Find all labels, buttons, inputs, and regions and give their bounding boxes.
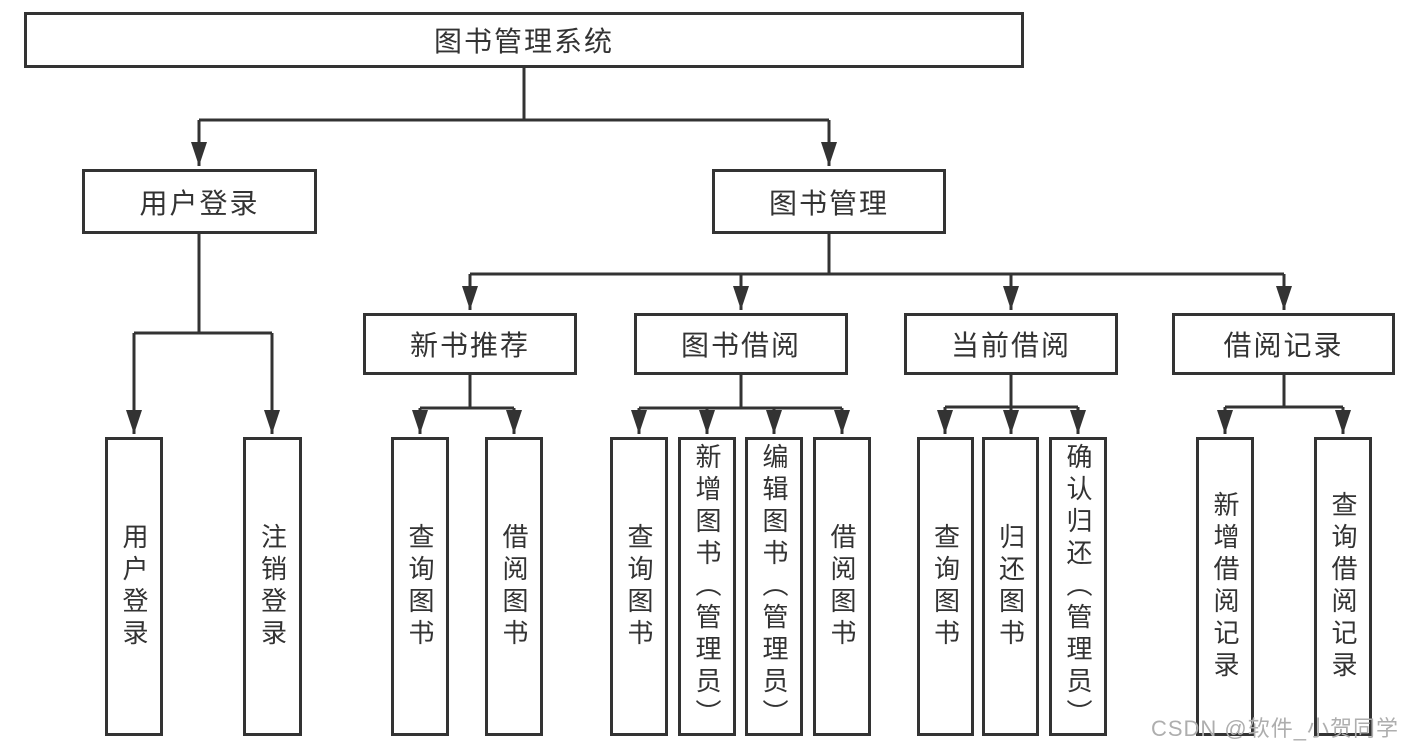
node-label: 新书推荐 [409,330,530,361]
leaf-borrow-books-recommend: 借阅图书 [485,437,543,736]
node-borrowing-records: 借阅记录 [1172,313,1395,375]
leaf-return-book: 归还图书 [982,437,1039,736]
leaf-label: 确认归还（管理员） [1063,442,1093,731]
leaf-label: 查询图书 [405,522,435,651]
leaf-label: 借阅图书 [499,522,529,651]
leaf-confirm-return-admin: 确认归还（管理员） [1049,437,1107,736]
leaf-label: 归还图书 [995,522,1026,651]
leaf-edit-book-admin: 编辑图书（管理员） [745,437,803,736]
leaf-label: 新增借阅记录 [1210,490,1240,683]
node-library-management-system: 图书管理系统 [24,12,1024,68]
node-current-borrowing: 当前借阅 [904,313,1118,375]
leaf-label: 注销登录 [257,522,288,651]
node-user-login: 用户登录 [82,169,317,234]
leaf-label: 用户登录 [119,522,149,651]
leaf-label: 查询图书 [930,522,961,651]
leaf-query-books-borrow: 查询图书 [610,437,668,736]
leaf-add-book-admin: 新增图书（管理员） [678,437,736,736]
node-label: 图书管理系统 [433,26,614,57]
leaf-query-books-recommend: 查询图书 [391,437,449,736]
node-label: 图书借阅 [680,330,801,361]
leaf-user-login: 用户登录 [105,437,163,736]
node-book-borrowing: 图书借阅 [634,313,848,375]
node-book-management: 图书管理 [712,169,946,234]
leaf-query-borrow-record: 查询借阅记录 [1314,437,1372,736]
leaf-label: 查询借阅记录 [1328,490,1358,683]
leaf-label: 借阅图书 [827,522,857,651]
leaf-label: 编辑图书（管理员） [759,442,789,731]
leaf-logout: 注销登录 [243,437,302,736]
leaf-label: 新增图书（管理员） [692,442,722,731]
node-label: 图书管理 [768,187,889,219]
node-label: 当前借阅 [950,330,1071,361]
node-new-book-recommendation: 新书推荐 [363,313,577,375]
leaf-borrow-books-2: 借阅图书 [813,437,871,736]
leaf-label: 查询图书 [624,522,654,651]
node-label: 用户登录 [139,187,260,219]
leaf-query-books-current: 查询图书 [917,437,974,736]
node-label: 借阅记录 [1223,330,1344,361]
leaf-add-borrow-record: 新增借阅记录 [1196,437,1254,736]
